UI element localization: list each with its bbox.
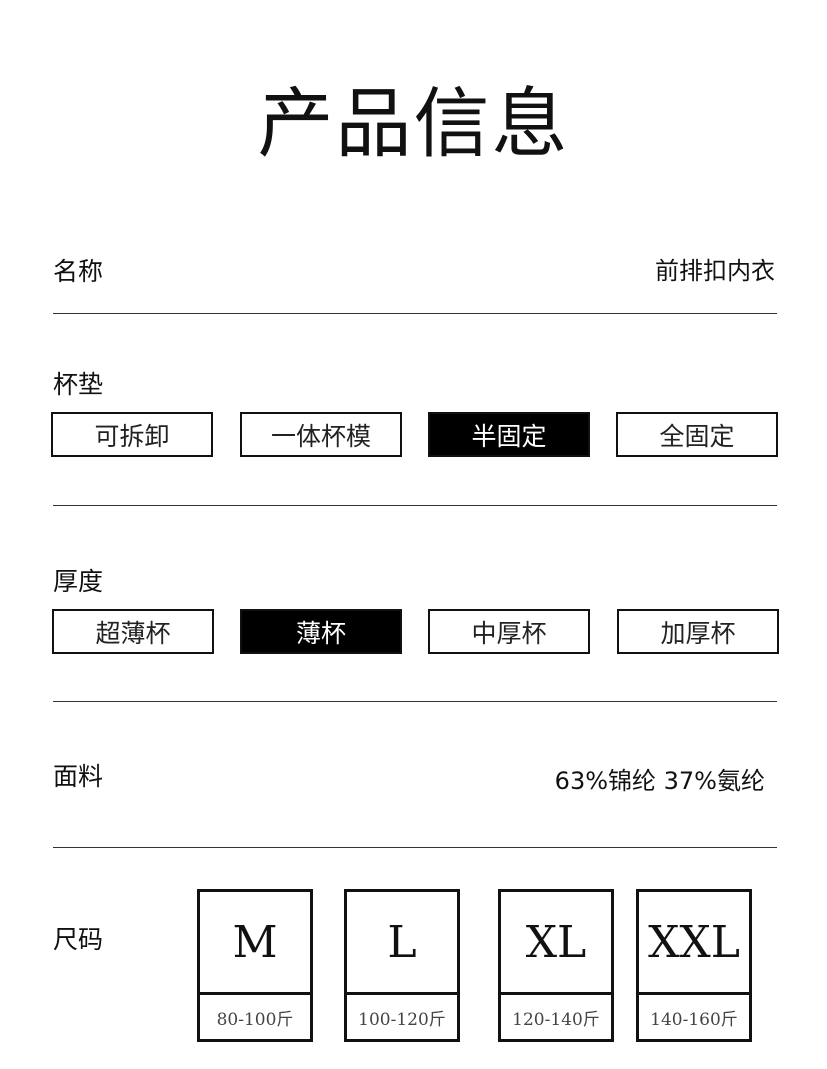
size-name: M [200, 892, 310, 995]
fabric-label: 面料 [53, 762, 104, 791]
size-name: XXL [639, 892, 749, 995]
thickness-option-thick[interactable]: 加厚杯 [617, 609, 779, 654]
cup-option-fixed[interactable]: 全固定 [616, 412, 778, 457]
fabric-value: 63%锦纶 37%氨纶 [554, 767, 765, 795]
divider [53, 505, 777, 506]
name-value: 前排扣内衣 [655, 257, 775, 285]
size-range: 120-140斤 [512, 1009, 600, 1030]
size-name: XL [501, 892, 611, 995]
size-label: 尺码 [53, 925, 104, 954]
size-range: 100-120斤 [358, 1009, 446, 1030]
name-label: 名称 [53, 257, 104, 286]
page-title: 产品信息 [257, 79, 570, 168]
divider [53, 847, 777, 848]
cup-option-removable[interactable]: 可拆卸 [51, 412, 213, 457]
size-range: 80-100斤 [216, 1009, 294, 1030]
thickness-option-medium[interactable]: 中厚杯 [428, 609, 590, 654]
thickness-label: 厚度 [53, 567, 104, 596]
thickness-option-ultra-thin[interactable]: 超薄杯 [52, 609, 214, 654]
size-card-xl[interactable]: XL 120-140斤 [498, 889, 614, 1042]
size-card-m[interactable]: M 80-100斤 [197, 889, 313, 1042]
cup-option-one-piece[interactable]: 一体杯模 [240, 412, 402, 457]
divider [53, 313, 777, 314]
size-name: L [347, 892, 457, 995]
divider [53, 701, 777, 702]
thickness-option-thin[interactable]: 薄杯 [240, 609, 402, 654]
size-range: 140-160斤 [650, 1009, 738, 1030]
cup-option-semi-fixed[interactable]: 半固定 [428, 412, 590, 457]
cup-label: 杯垫 [53, 370, 104, 399]
size-card-xxl[interactable]: XXL 140-160斤 [636, 889, 752, 1042]
size-card-l[interactable]: L 100-120斤 [344, 889, 460, 1042]
